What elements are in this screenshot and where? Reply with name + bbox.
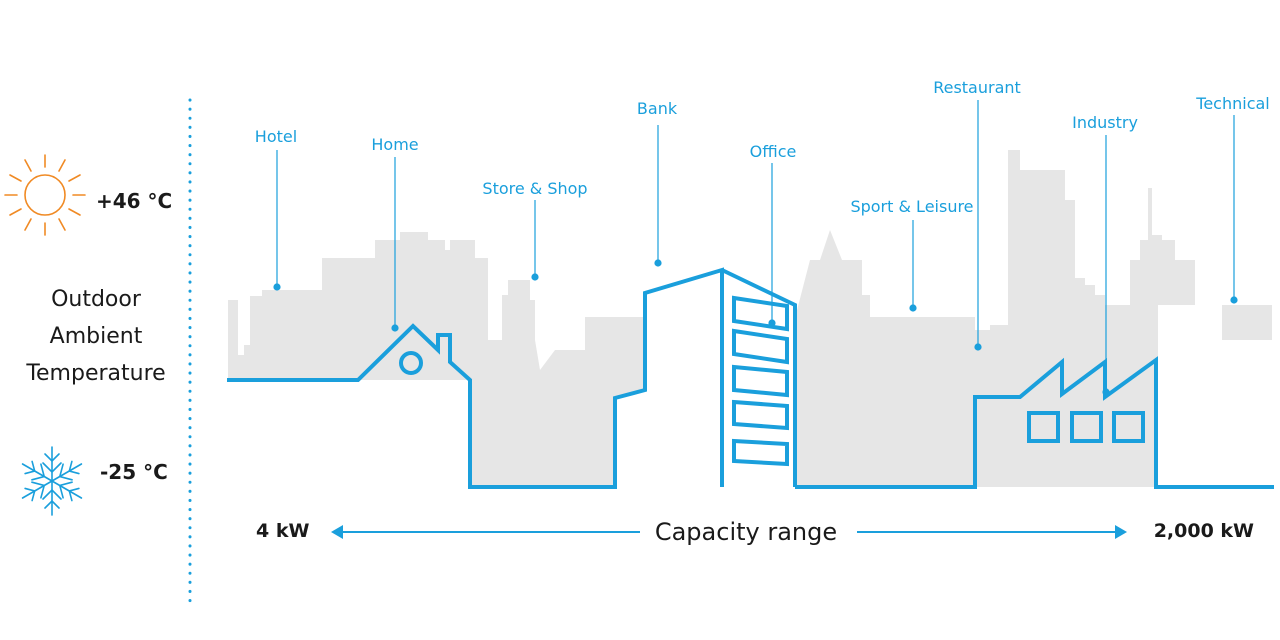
ambient-title-line-3: Temperature <box>25 361 165 386</box>
callout-leaders <box>273 100 1238 396</box>
sun-icon <box>4 154 86 236</box>
capacity-arrow-left <box>331 525 640 539</box>
house-window-icon <box>399 351 423 375</box>
capacity-max-label: 2,000 kW <box>1154 520 1254 542</box>
high-temperature-label: +46 °C <box>96 189 172 213</box>
skyline-background <box>228 150 1272 487</box>
low-temperature-label: -25 °C <box>100 460 168 484</box>
segment-label-sport-leisure: Sport & Leisure <box>850 197 973 216</box>
factory-windows <box>1027 411 1145 443</box>
segment-label-restaurant: Restaurant <box>933 78 1021 97</box>
skyline-outline <box>227 267 1274 489</box>
ambient-title-line-2: Ambient <box>50 324 143 349</box>
segment-label-hotel: Hotel <box>255 127 297 146</box>
segment-label-home: Home <box>371 135 418 154</box>
segment-label-industry: Industry <box>1072 113 1138 132</box>
capacity-arrow-right <box>857 525 1127 539</box>
office-windows <box>732 295 789 467</box>
segment-label-bank: Bank <box>637 99 678 118</box>
capacity-min-label: 4 kW <box>256 520 309 542</box>
snowflake-icon <box>21 446 83 516</box>
segment-label-store-shop: Store & Shop <box>482 179 587 198</box>
ambient-title-line-1: Outdoor <box>51 287 142 312</box>
segment-label-office: Office <box>750 142 797 161</box>
segment-label-technical: Technical <box>1195 94 1269 113</box>
capacity-range-label: Capacity range <box>655 518 837 546</box>
